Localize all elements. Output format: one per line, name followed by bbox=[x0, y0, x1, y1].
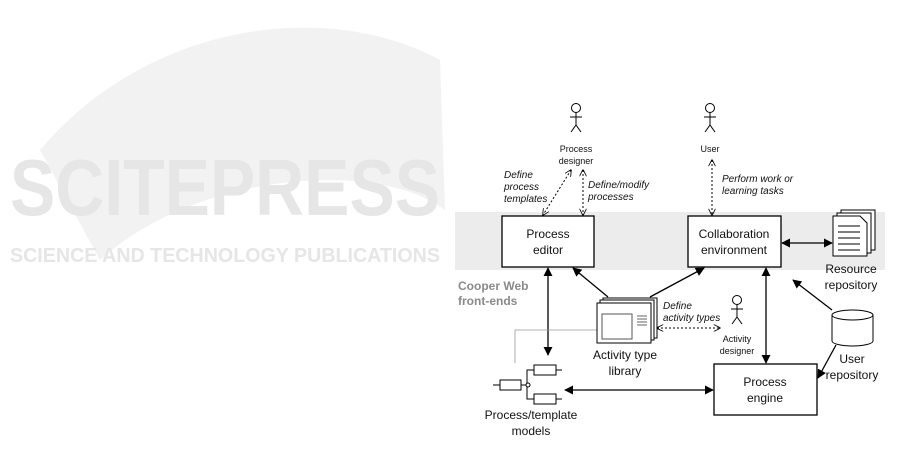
edge-label-perform-work: Perform work or bbox=[722, 174, 794, 185]
connections bbox=[514, 160, 837, 395]
activity-designer-label: Activity bbox=[723, 334, 752, 344]
window-stack-icon bbox=[596, 297, 658, 344]
process-models-label: Process/template bbox=[485, 408, 578, 422]
resource-repository-label: Resource bbox=[825, 262, 877, 276]
svg-text:process: process bbox=[503, 182, 539, 193]
collaboration-environment-box: Collaboration environment bbox=[687, 215, 782, 268]
process-editor-box: Process editor bbox=[501, 215, 595, 268]
svg-text:Process: Process bbox=[526, 227, 569, 241]
svg-text:environment: environment bbox=[701, 243, 768, 257]
svg-text:designer: designer bbox=[720, 346, 755, 356]
watermark-title: SCITEPRESS bbox=[10, 143, 440, 232]
edge-label-define-modify: Define/modify bbox=[588, 180, 650, 191]
svg-text:library: library bbox=[609, 364, 642, 378]
process-designer-label: Process bbox=[560, 144, 593, 154]
process-model-icon bbox=[493, 364, 562, 405]
user-label: User bbox=[700, 144, 719, 154]
svg-text:activity types: activity types bbox=[663, 313, 720, 324]
svg-text:Process: Process bbox=[743, 375, 786, 389]
process-engine-box: Process engine bbox=[713, 363, 818, 416]
group-label-line2: front-ends bbox=[458, 294, 518, 308]
edge-label-define-templates: Define bbox=[504, 170, 533, 181]
group-label-line1: Cooper Web bbox=[458, 279, 528, 293]
activity-type-library-label: Activity type bbox=[593, 348, 657, 362]
activity-designer-actor-icon bbox=[731, 295, 743, 325]
svg-text:engine: engine bbox=[747, 391, 783, 405]
svg-text:processes: processes bbox=[587, 192, 634, 203]
svg-text:Collaboration: Collaboration bbox=[699, 227, 770, 241]
document-stack-icon bbox=[832, 209, 876, 257]
svg-text:repository: repository bbox=[826, 368, 879, 382]
svg-text:learning tasks: learning tasks bbox=[722, 186, 784, 197]
svg-text:designer: designer bbox=[559, 156, 594, 166]
svg-text:repository: repository bbox=[825, 278, 878, 292]
process-designer-actor-icon bbox=[570, 103, 582, 133]
database-cylinder-icon bbox=[831, 309, 874, 347]
svg-text:models: models bbox=[512, 424, 551, 438]
user-actor-icon bbox=[704, 103, 716, 133]
edge-label-define-activity: Define bbox=[663, 301, 692, 312]
svg-text:templates: templates bbox=[504, 194, 547, 205]
watermark-subtitle: SCIENCE AND TECHNOLOGY PUBLICATIONS bbox=[10, 245, 440, 267]
svg-text:editor: editor bbox=[533, 243, 563, 257]
user-repository-label: User bbox=[839, 352, 864, 366]
